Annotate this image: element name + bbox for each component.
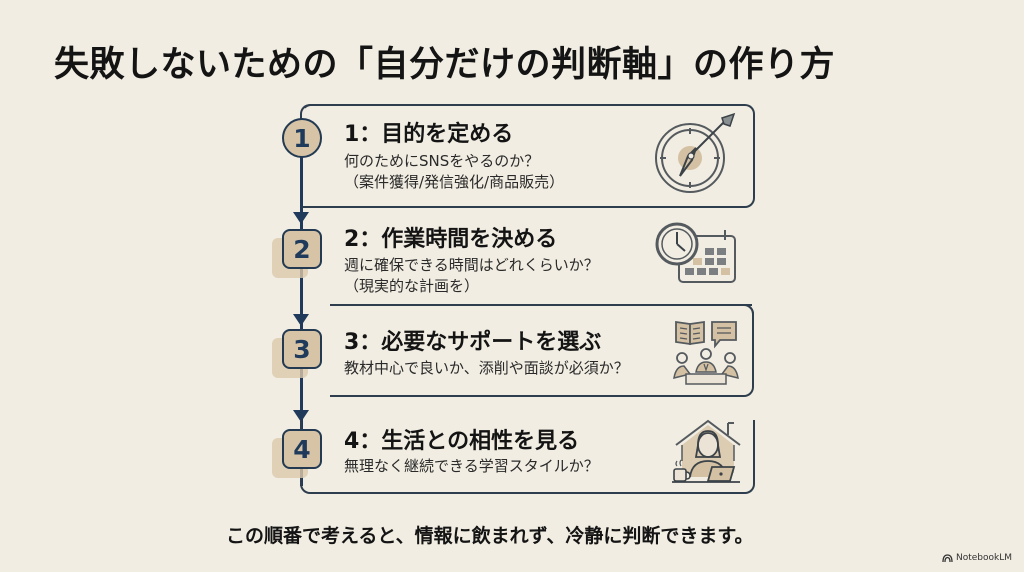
card-2-border: [330, 304, 752, 306]
step-1-desc-line-1: 何のためにSNSをやるのか？: [344, 152, 540, 170]
book-chat-meeting-icon: [673, 320, 739, 385]
home-study-icon: [672, 419, 741, 483]
step-2-badge: 2: [282, 229, 322, 269]
arrow-down-icon: [293, 212, 309, 224]
step-3-title: 3：必要なサポートを選ぶ: [344, 330, 602, 355]
step-4-title: 4：生活との相性を見る: [344, 429, 580, 454]
brand-label: NotebookLM: [955, 553, 1012, 563]
step-1-badge: 1: [282, 118, 322, 158]
arrow-down-icon: [293, 410, 309, 422]
card-1-connector: [300, 104, 314, 120]
card-3-border: [330, 304, 754, 397]
step-3-desc-line-1: 教材中心で良いか、添削や面談が必須か？: [344, 359, 629, 377]
page-title: 失敗しないための「自分だけの判断軸」の作り方: [54, 45, 836, 85]
step-2-desc-line-1: 週に確保できる時間はどれくらいか？: [344, 256, 599, 274]
step-3-badge: 3: [282, 329, 322, 369]
step-4-desc-line-1: 無理なく継続できる学習スタイルか？: [344, 457, 599, 475]
brand-watermark: NotebookLM: [942, 553, 1012, 563]
compass-target-icon: [655, 112, 736, 193]
step-1-title: 1：目的を定める: [344, 122, 514, 147]
footer-message: この順番で考えると、情報に飲まれず、冷静に判断できます。: [226, 525, 754, 547]
notebooklm-logo-icon: [942, 553, 953, 562]
card-1-border: [301, 104, 755, 208]
step-1-desc-line-2: （案件獲得/発信強化/商品販売）: [344, 173, 565, 191]
step-4-badge: 4: [282, 429, 322, 469]
step-2-title: 2：作業時間を決める: [344, 227, 558, 252]
card-3-top-corner: [740, 304, 754, 318]
clock-calendar-icon: [655, 222, 736, 283]
arrow-down-icon: [293, 314, 309, 326]
step-2-desc-line-2: （現実的な計画を）: [344, 277, 480, 295]
